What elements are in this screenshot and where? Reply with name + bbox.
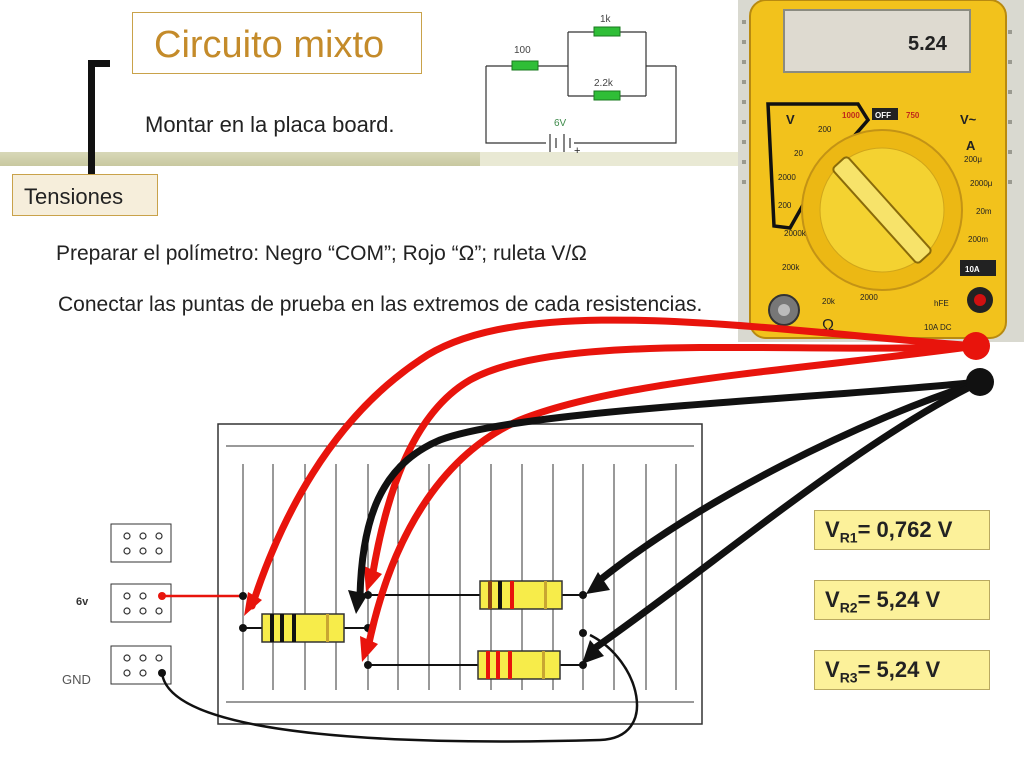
label-2000u: 2000μ [970,179,993,188]
selector-knob[interactable] [832,156,933,265]
label-off: OFF [875,111,891,120]
black-probe-arrows [348,572,610,664]
label-2000k: 2000k [784,229,807,238]
gnd-label: GND [62,672,91,687]
resistor-r2 [460,580,583,610]
schematic-r3-label: 2.2k [594,78,614,89]
page-subtitle: Montar en la placa board. [145,112,395,137]
black-probe-wires [356,378,984,652]
label-200m-amp: 200m [968,235,988,244]
schematic-battery-plus: + [574,145,580,157]
reading-vr1-symbol: V [825,517,840,542]
page-title: Circuito mixto [154,24,385,66]
label-10a: 10A [965,265,980,274]
ten-amp-badge [960,260,996,276]
multimeter: 5.24 V 1000 OFF 750 V~ 200 20 2000 200 2… [738,0,1024,342]
label-20: 20 [794,149,803,158]
bracket-decoration [88,60,110,176]
reading-vr1-sub: R1 [839,529,858,546]
schematic-r3 [593,90,621,101]
supply-connectors [110,523,172,685]
breadboard-columns [242,464,677,690]
label-200k: 200k [782,263,800,272]
schematic-r1-label: 100 [514,45,531,56]
reading-vr3-sub: R3 [839,669,858,686]
supply-6v-label: 6v [76,596,89,608]
schematic-battery-label: 6V [554,118,567,129]
black-probe-tip[interactable] [966,368,994,396]
label-vdc: V [786,112,795,127]
reading-vr1: VR1= 0,762 V [814,510,990,550]
schematic-r2-label: 1k [600,14,612,25]
node-dots [158,591,587,677]
label-amp: A [966,138,976,153]
red-probe-wires [248,316,980,652]
transistor-socket-center [778,304,790,316]
circuit-schematic: 100 1k 2.2k 6V + [485,14,677,157]
section-tab-label: Tensiones [24,184,124,209]
reading-vr1-value: = 0,762 V [857,517,953,542]
label-200u: 200μ [964,155,982,164]
label-hfe: hFE [934,299,949,308]
label-750: 750 [906,111,920,120]
label-1000: 1000 [842,111,860,120]
header-rule-right [480,152,740,166]
schematic-r2 [593,26,621,37]
label-20m: 20m [976,207,992,216]
label-200m: 200 [778,201,792,210]
reading-vr2-symbol: V [825,587,840,612]
multimeter-display [783,9,971,73]
red-probe-tip[interactable] [962,332,990,360]
schematic-r1 [511,60,539,71]
reading-vr2-value: = 5,24 V [857,587,941,612]
gnd-wire [160,633,639,743]
ten-amp-jack-center [974,294,986,306]
red-probe-arrows [244,566,382,662]
off-badge [872,108,898,120]
reading-vr3: VR3= 5,24 V [814,650,990,690]
label-2000: 2000 [860,293,878,302]
multimeter-reading: 5.24 [908,33,948,55]
label-2000m: 2000 [778,173,796,182]
instruction-probes: Conectar las puntas de prueba en las ext… [58,293,703,316]
label-20k: 20k [822,297,836,306]
resistor-r1 [243,613,368,643]
label-dc: 10A DC [924,323,952,332]
reading-vr2: VR2= 5,24 V [814,580,990,620]
instruction-multimeter: Preparar el polímetro: Negro “COM”; Rojo… [56,242,587,265]
reading-vr3-symbol: V [825,657,840,682]
reading-vr3-value: = 5,24 V [857,657,941,682]
reading-vr2-sub: R2 [839,599,858,616]
title-box [132,12,422,74]
label-vac: V~ [960,112,977,127]
label-200-a: 200 [818,125,832,134]
section-tab [12,174,158,216]
